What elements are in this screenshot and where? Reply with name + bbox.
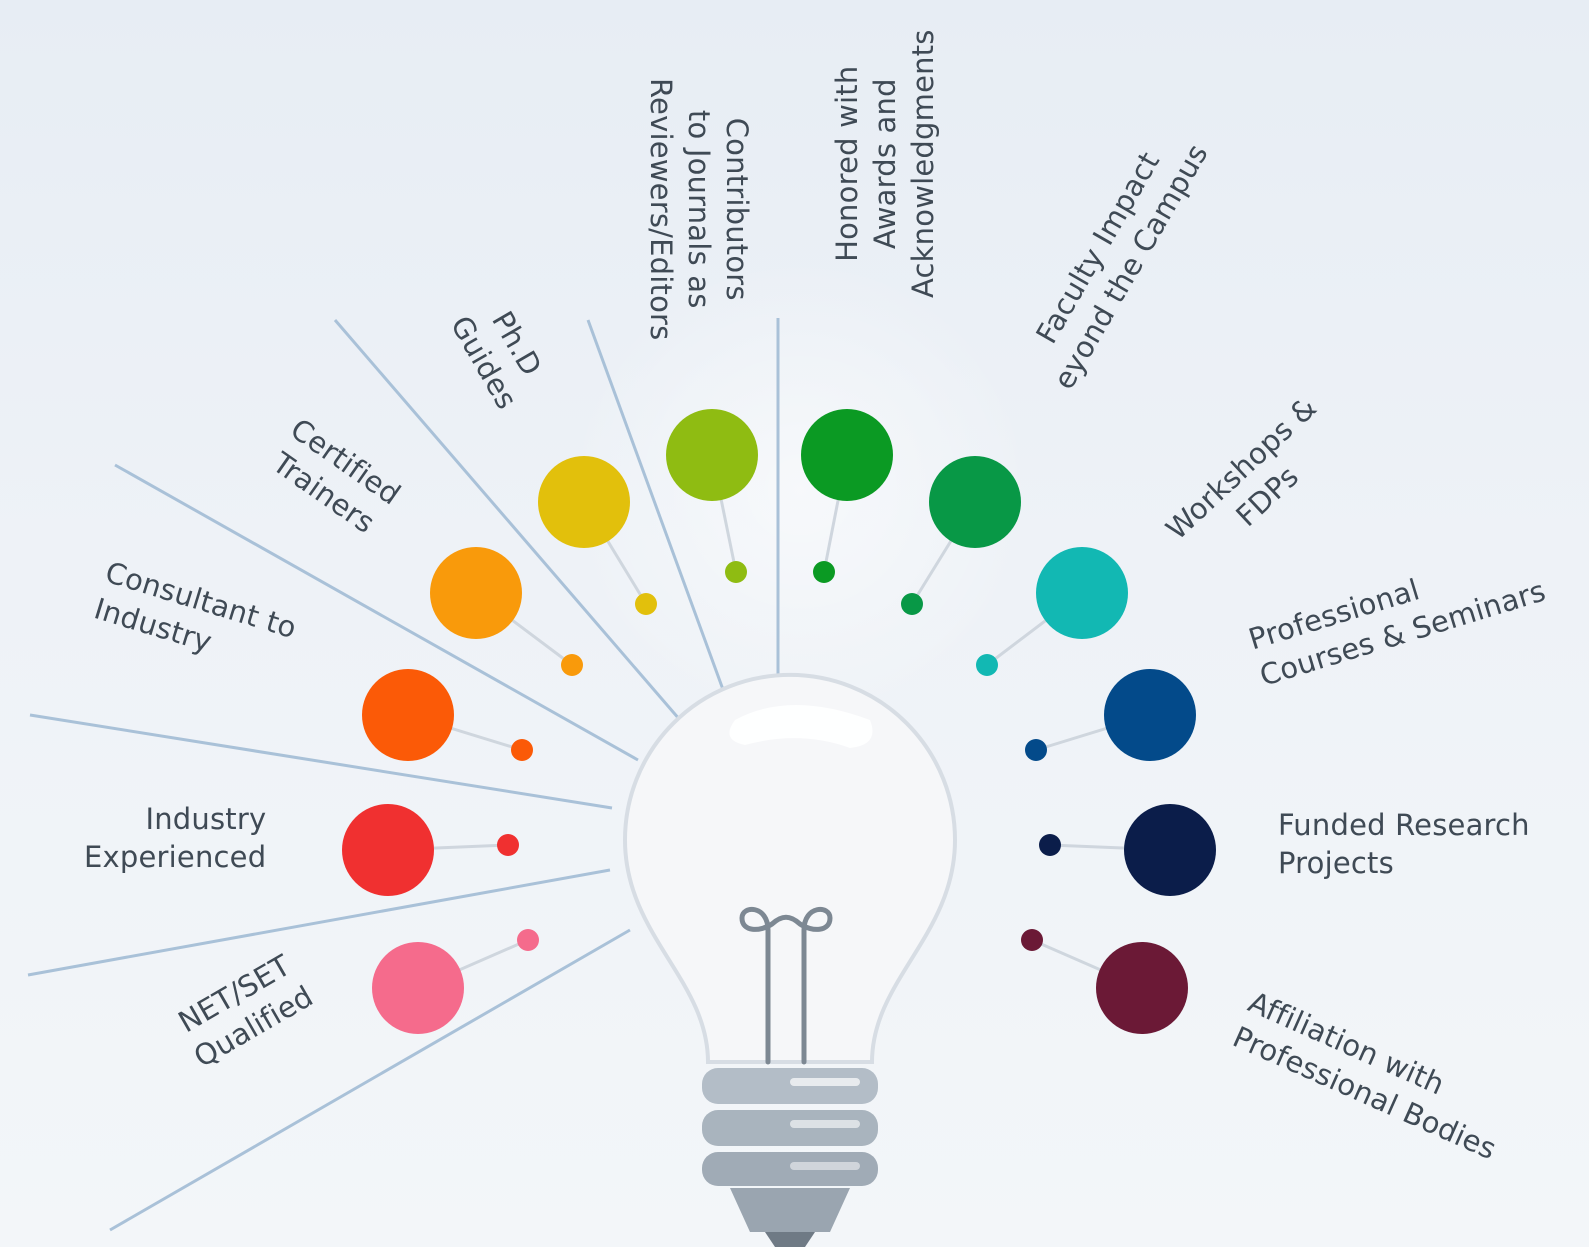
node-phd-guides (538, 456, 657, 615)
light-ray (114, 463, 639, 762)
bulb-highlight (729, 705, 873, 748)
bulb-glass (622, 673, 958, 1064)
bulb-base-tip (765, 1232, 815, 1247)
light-ray (109, 928, 631, 1232)
node-circle (1036, 547, 1128, 639)
node-dot (813, 561, 835, 583)
bulb-base-shine-3 (790, 1162, 860, 1170)
node-faculty-impact (901, 456, 1021, 615)
node-dot (511, 739, 533, 761)
node-dot (725, 561, 747, 583)
node-circle (362, 669, 454, 761)
node-dot (1039, 834, 1061, 856)
node-circle (801, 409, 893, 501)
node-dot (517, 929, 539, 951)
node-honored (801, 409, 893, 583)
node-circle (1124, 804, 1216, 896)
label-industry-experienced: Industry Experienced (84, 802, 267, 874)
node-dot (561, 654, 583, 676)
node-circle (538, 456, 630, 548)
label-honored: Honored with Awards and Acknowledgments (830, 29, 940, 298)
node-circle (929, 456, 1021, 548)
bulb-base-shine (790, 1078, 860, 1086)
node-consultant (362, 669, 533, 761)
label-contributors: Contributors to Journals as Reviewers/Ed… (644, 78, 754, 341)
bulb-filament (739, 906, 833, 1065)
bulb-base-ring-2 (702, 1110, 878, 1146)
light-ray (586, 319, 727, 696)
node-dot (1025, 739, 1047, 761)
node-certified-trainers (430, 547, 583, 676)
bulb-base-ring-1 (702, 1068, 878, 1104)
node-circle (1104, 669, 1196, 761)
node-professional-courses (1025, 669, 1196, 761)
bulb-base-shine-2 (790, 1120, 860, 1128)
category-nodes (342, 409, 1216, 1034)
node-dot (901, 593, 923, 615)
node-dot (976, 654, 998, 676)
light-ray (27, 868, 611, 977)
node-funded-research (1039, 804, 1216, 896)
node-net-set (372, 929, 539, 1034)
label-funded-research: Funded Research Projects (1278, 808, 1530, 880)
light-ray (333, 319, 682, 721)
node-industry-experienced (342, 804, 519, 896)
light-rays (27, 318, 780, 1232)
node-dot (1021, 929, 1043, 951)
node-circle (666, 409, 758, 501)
node-circle (430, 547, 522, 639)
node-dot (497, 834, 519, 856)
bulb-base-cap (730, 1188, 850, 1232)
node-dot (635, 593, 657, 615)
lightbulb-icon (622, 673, 958, 1247)
light-ray (29, 713, 613, 810)
bulb-base-ring-3 (702, 1152, 878, 1186)
node-circle (1096, 942, 1188, 1034)
node-contributors (666, 409, 758, 583)
node-affiliation (1021, 929, 1188, 1034)
node-circle (372, 942, 464, 1034)
node-circle (342, 804, 434, 896)
node-workshops (976, 547, 1128, 676)
